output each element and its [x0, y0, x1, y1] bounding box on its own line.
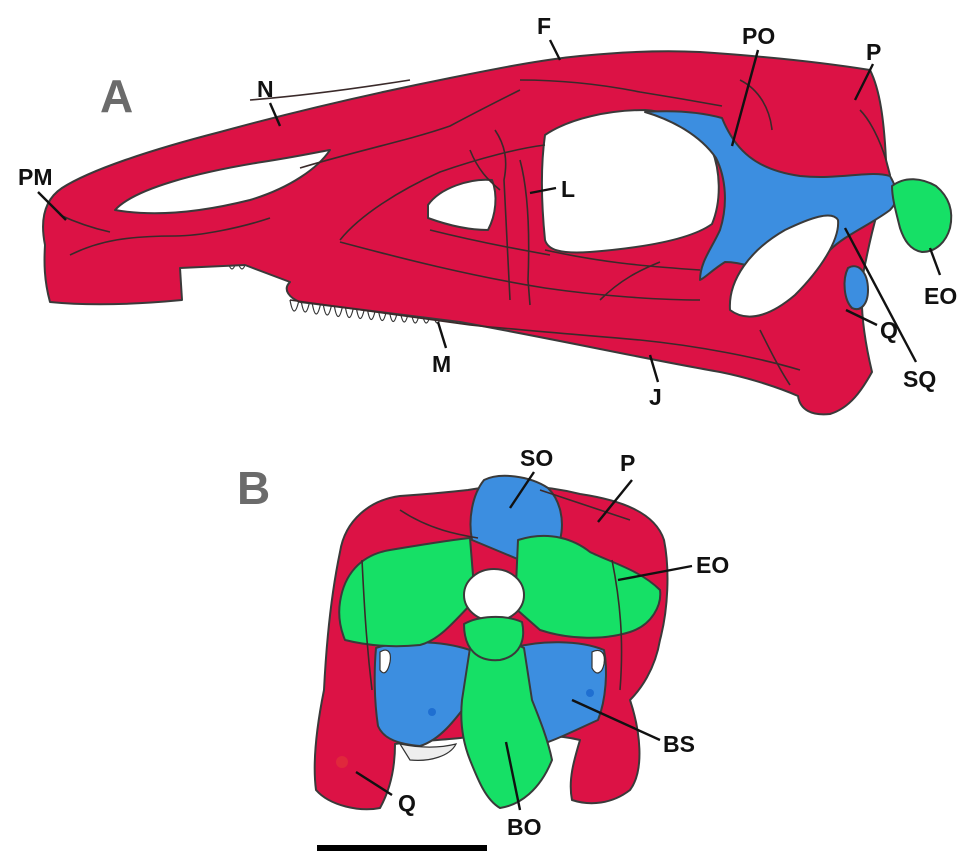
label-eo-b: EO — [696, 552, 729, 578]
label-p-b: P — [620, 450, 635, 476]
label-eo-a: EO — [924, 283, 957, 309]
skull-lateral-view: A PM N F PO P L EO Q SQ M J — [18, 13, 957, 414]
panel-b-letter: B — [237, 462, 270, 514]
quadrate-blue — [845, 266, 868, 309]
label-bs: BS — [663, 731, 695, 757]
exoccipital-green — [892, 179, 951, 252]
scale-bar — [317, 845, 487, 851]
label-po: PO — [742, 23, 775, 49]
foramen-magnum — [464, 569, 524, 621]
label-so: SO — [520, 445, 553, 471]
foramen-dot-right — [586, 689, 594, 697]
foramen-dot-left — [428, 708, 436, 716]
label-p-a: P — [866, 39, 881, 65]
opening-lower-left — [400, 744, 456, 760]
label-bo: BO — [507, 814, 542, 840]
label-sq: SQ — [903, 366, 936, 392]
label-n: N — [257, 76, 274, 102]
opening-right — [592, 651, 604, 673]
label-q-a: Q — [880, 317, 898, 343]
label-m: M — [432, 351, 451, 377]
red-spot — [336, 756, 348, 768]
label-j: J — [649, 384, 662, 410]
panel-a-letter: A — [100, 70, 133, 122]
label-pm: PM — [18, 164, 53, 190]
label-q-b: Q — [398, 790, 416, 816]
label-f: F — [537, 13, 551, 39]
label-l: L — [561, 176, 575, 202]
skull-occipital-view: B SO P EO BS Q BO — [237, 445, 729, 840]
